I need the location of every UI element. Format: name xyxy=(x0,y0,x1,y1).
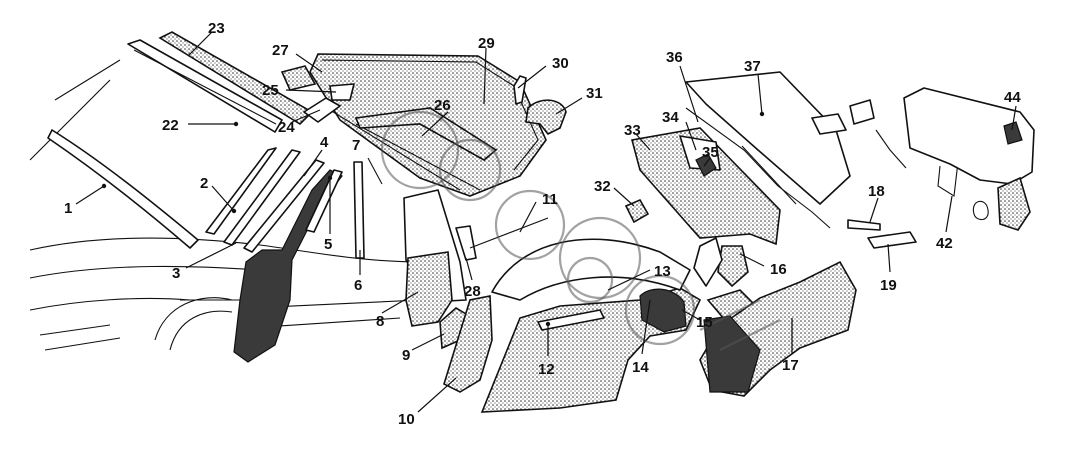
callout-35: 35 xyxy=(702,144,719,161)
callout-8: 8 xyxy=(376,313,384,330)
part-bumper-cover xyxy=(903,87,1035,185)
part-10-panel xyxy=(443,295,493,393)
part-7-rod xyxy=(367,157,383,185)
part-8-regulator xyxy=(405,251,453,327)
part-36-weatherstrip xyxy=(685,107,831,229)
callout-42: 42 xyxy=(936,235,953,252)
callout-34: 34 xyxy=(662,109,679,126)
callout-32: 32 xyxy=(594,178,611,195)
callout-29: 29 xyxy=(478,35,495,52)
callout-12: 12 xyxy=(538,361,555,378)
part-31-latch xyxy=(525,99,567,136)
callout-2: 2 xyxy=(200,175,208,192)
part-6-weatherstrip xyxy=(353,161,365,259)
part-11-rod xyxy=(469,217,549,249)
callout-25: 25 xyxy=(262,82,279,99)
callout-23: 23 xyxy=(208,20,225,37)
callout-36: 36 xyxy=(666,49,683,66)
part-24-bracket xyxy=(303,97,341,123)
callout-37: 37 xyxy=(744,58,761,75)
callout-3: 3 xyxy=(172,265,180,282)
callout-31: 31 xyxy=(586,85,603,102)
part-25-bracket xyxy=(329,83,355,101)
callout-13: 13 xyxy=(654,263,671,280)
callout-11: 11 xyxy=(542,191,558,208)
callout-1: 1 xyxy=(64,200,72,217)
callout-30: 30 xyxy=(552,55,569,72)
callout-28: 28 xyxy=(464,283,481,300)
part-37-trunk-lid xyxy=(685,71,851,205)
callout-15: 15 xyxy=(696,314,713,331)
callout-17: 17 xyxy=(782,357,799,374)
part-32-clip xyxy=(624,198,650,224)
part-cable xyxy=(875,129,907,169)
callout-19: 19 xyxy=(880,277,897,294)
part-5-pillar-strip xyxy=(305,169,343,233)
part-35-lock xyxy=(695,153,717,177)
part-4-pillar-molding xyxy=(243,159,325,253)
callout-5: 5 xyxy=(324,236,332,253)
part-44-lamp xyxy=(1003,121,1023,145)
part-tail-lamp xyxy=(997,176,1031,231)
part-42-rod xyxy=(937,161,959,197)
callout-26: 26 xyxy=(434,97,451,114)
part-1-molding xyxy=(47,129,199,249)
callout-33: 33 xyxy=(624,122,641,139)
part-16-bracket xyxy=(717,245,749,288)
callout-16: 16 xyxy=(770,261,787,278)
callout-24: 24 xyxy=(278,119,295,136)
callout-14: 14 xyxy=(632,359,649,376)
part-19-hinge xyxy=(867,231,917,249)
part-striker xyxy=(811,113,847,135)
part-hinge xyxy=(693,237,723,287)
watermark-graphic xyxy=(380,110,781,351)
callout-44: 44 xyxy=(1004,89,1021,106)
callout-22: 22 xyxy=(162,117,179,134)
part-14-liner xyxy=(639,288,687,333)
part-27-bracket xyxy=(280,65,317,91)
part-28-link xyxy=(455,225,477,261)
part-12-molding xyxy=(537,309,605,331)
part-30-pin xyxy=(513,75,527,105)
part-2-pillar-molding xyxy=(205,147,277,235)
callout-labels: 1 2 3 4 5 6 7 8 9 10 11 12 13 14 15 16 1… xyxy=(64,20,1021,428)
part-pillar-trim xyxy=(233,169,343,363)
part-18-spring xyxy=(847,219,881,231)
callout-10: 10 xyxy=(398,411,415,428)
callout-6: 6 xyxy=(354,277,362,294)
callout-7: 7 xyxy=(352,137,360,154)
callout-4: 4 xyxy=(320,134,329,151)
part-clip-wire xyxy=(972,200,989,221)
callout-9: 9 xyxy=(402,347,410,364)
part-latch-hardware xyxy=(849,99,875,125)
part-22-header-rail xyxy=(127,39,283,133)
callout-18: 18 xyxy=(868,183,885,200)
callout-27: 27 xyxy=(272,42,289,59)
part-26-top-bow xyxy=(354,107,498,161)
leader-lines xyxy=(75,31,1017,413)
